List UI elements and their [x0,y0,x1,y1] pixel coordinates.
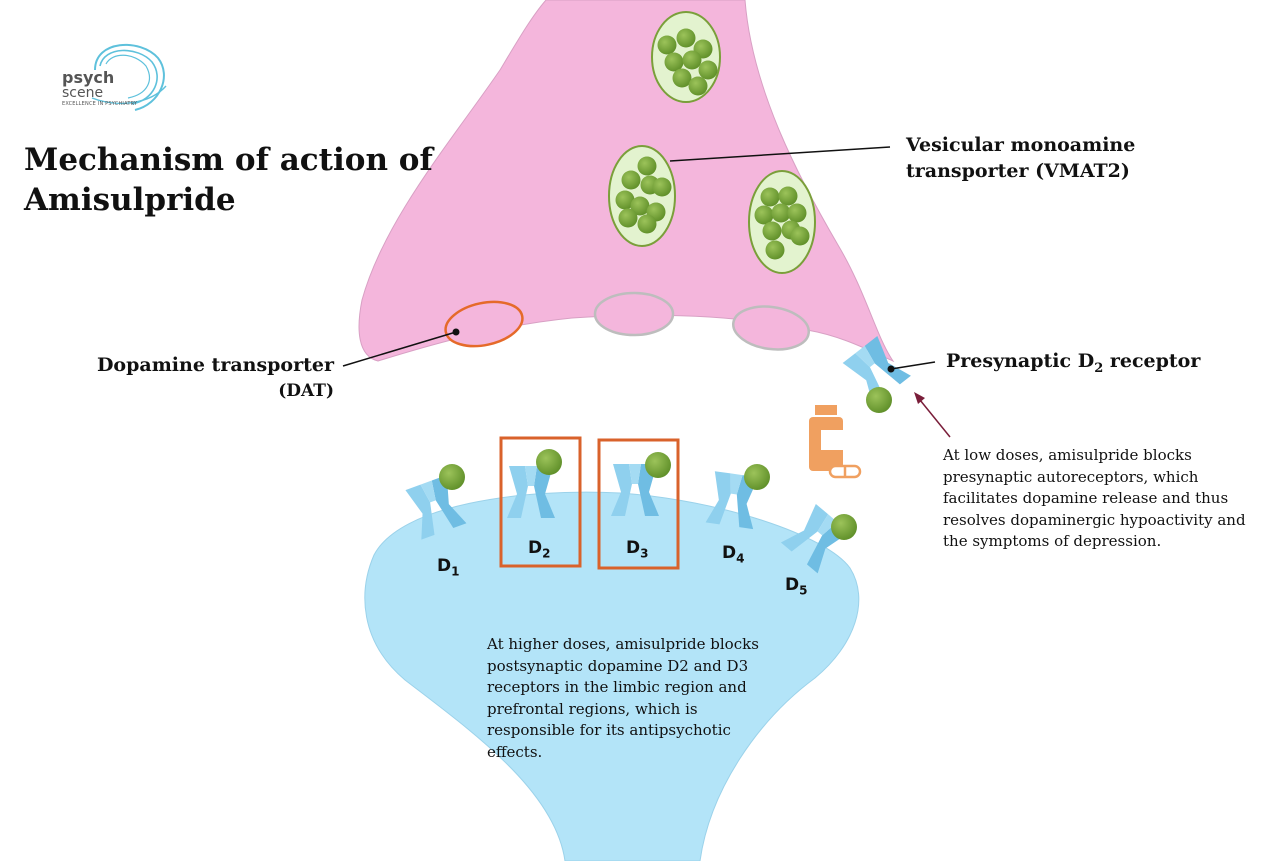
presynaptic-label-suffix: receptor [1103,350,1201,372]
vesicle-right [748,170,816,274]
vesicle-left [608,145,676,247]
presynaptic-label-prefix: Presynaptic D [946,350,1095,372]
receptor-label-d1: D1 [437,556,460,579]
receptor-label-d3: D3 [626,538,649,561]
low-dose-arrow-head [914,392,925,404]
transporter-middle [593,291,675,337]
dopamine-molecule [536,449,562,475]
low-dose-note: At low doses, amisulpride blocks presyna… [943,446,1246,550]
drug-bottle-icon [809,405,862,479]
d2-highlight-box [499,436,582,568]
low-dose-arrow [919,399,951,438]
dat-label-line1: Dopamine transporter [96,354,334,376]
dopamine-molecule [439,464,465,490]
presynaptic-leader-line [890,361,936,370]
page-title: Mechanism of action of Amisulpride [24,142,433,218]
dopamine-molecule [831,514,857,540]
dopamine-molecule [744,464,770,490]
d3-highlight-box [597,438,680,570]
dopamine-transporter [444,300,524,348]
dopamine-molecule [866,387,892,413]
high-dose-note: At higher doses, amisulpride blocks post… [487,635,759,761]
vmat-leader-line [669,146,891,162]
dat-leader-line [342,331,457,367]
vmat-label: Vesicular monoamine transporter (VMAT2) [906,134,1136,182]
receptor-label-d4: D4 [722,543,745,566]
logo-tagline: EXCELLENCE IN PSYCHIATRY [62,101,138,107]
logo-text-psych: psych [62,68,115,87]
vesicle-top [651,11,721,103]
presynaptic-receptor-label: Presynaptic D2 receptor [946,348,1246,382]
dat-leader-dot [452,328,460,336]
dat-label-line2: (DAT) [278,381,334,401]
postsynaptic-neuron [364,491,860,861]
dat-label: Dopamine transporter (DAT) [60,352,334,404]
presynaptic-leader-dot [887,365,895,373]
presynaptic-label-subscript: 2 [1094,360,1104,376]
receptor-label-d5: D5 [785,575,808,598]
logo-text-scene: scene [62,85,104,101]
transporter-right [732,305,810,351]
receptor-label-d2: D2 [528,538,551,561]
psych-scene-logo [91,43,167,111]
dopamine-molecule [645,452,671,478]
